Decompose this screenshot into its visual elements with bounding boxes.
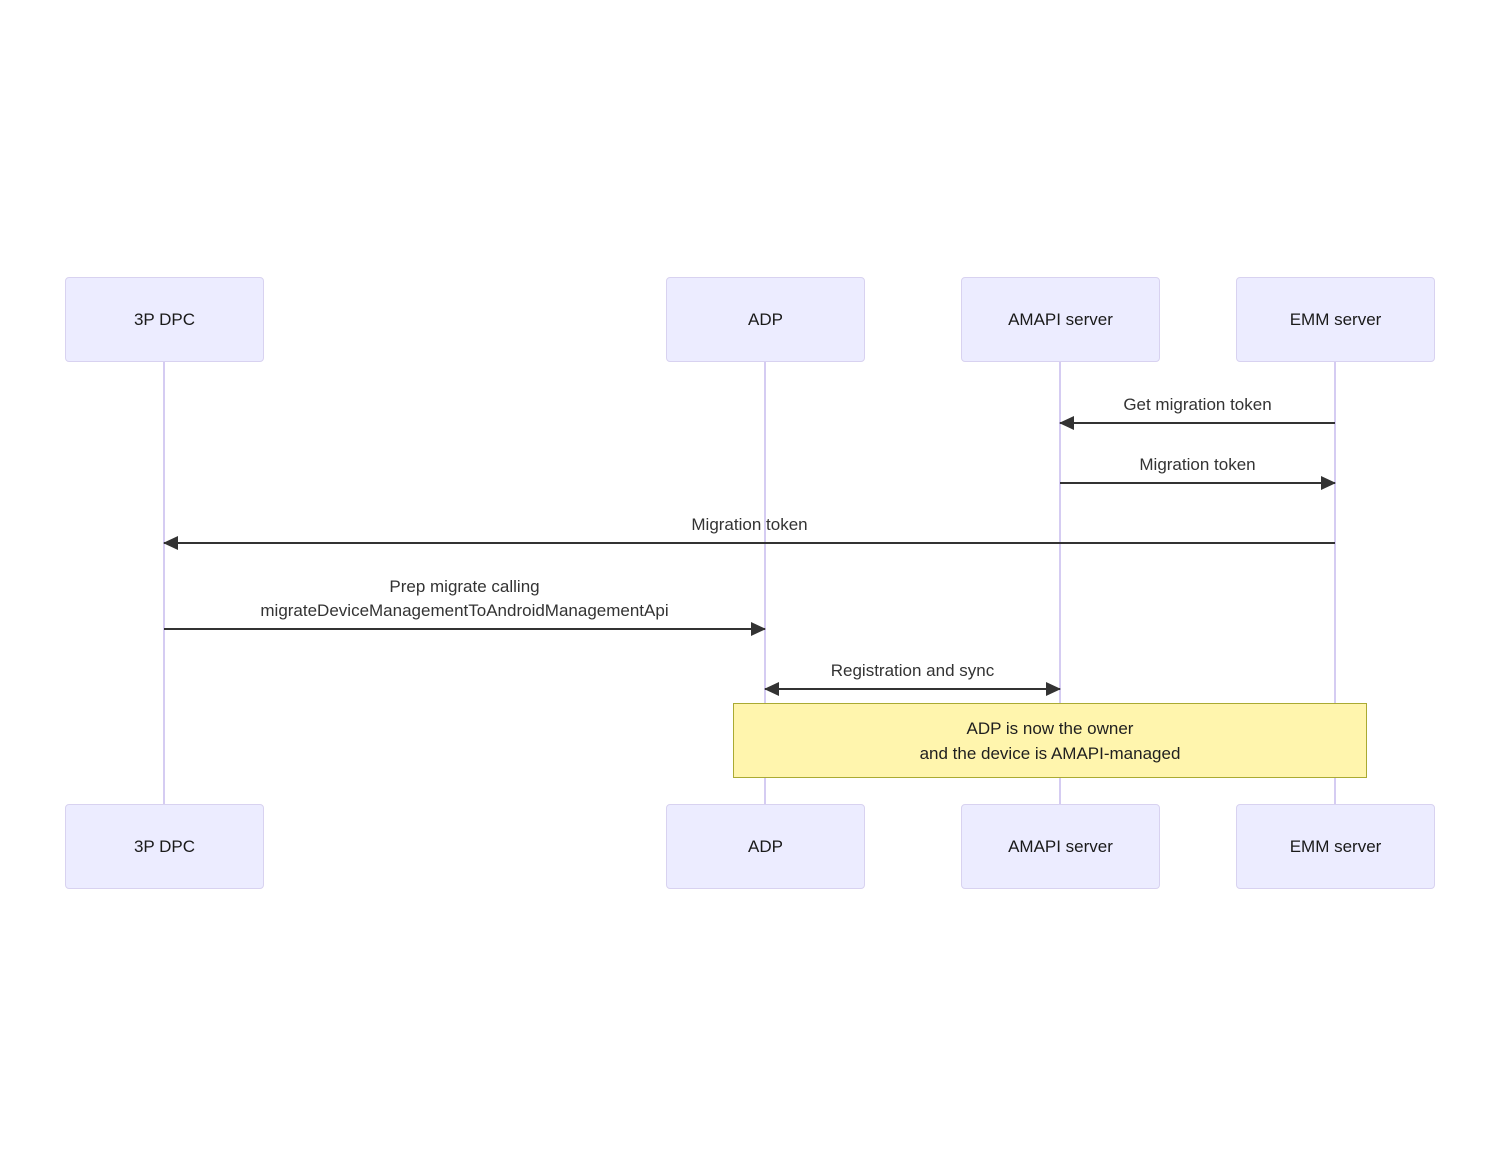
note-adp-owner: ADP is now the owner and the device is A… bbox=[733, 703, 1367, 778]
message-arrow-right bbox=[1060, 476, 1336, 490]
message-label-line-1: Prep migrate calling bbox=[389, 577, 540, 596]
message-get-migration-token: Get migration token bbox=[1059, 393, 1335, 430]
message-migration-token-to-emm: Migration token bbox=[1060, 453, 1336, 490]
actor-bottom-adp: ADP bbox=[666, 804, 865, 889]
actor-label: 3P DPC bbox=[133, 309, 196, 329]
lifeline-amapi-server bbox=[1059, 362, 1061, 804]
actor-label: EMM server bbox=[1289, 836, 1382, 856]
message-label: Get migration token bbox=[1123, 395, 1272, 414]
actor-label: AMAPI server bbox=[1008, 836, 1113, 856]
message-arrow-left bbox=[163, 536, 1335, 550]
message-label-line-2: migrateDeviceManagementToAndroidManageme… bbox=[260, 601, 669, 620]
actor-bottom-3p-dpc: 3P DPC bbox=[65, 804, 264, 889]
message-migration-token-to-dpc: Migration token bbox=[163, 513, 1335, 550]
actor-top-3p-dpc: 3P DPC bbox=[65, 277, 264, 362]
actor-top-amapi-server: AMAPI server bbox=[961, 277, 1160, 362]
message-prep-migrate: Prep migrate calling migrateDeviceManage… bbox=[164, 575, 766, 636]
actor-bottom-amapi-server: AMAPI server bbox=[961, 804, 1160, 889]
message-registration-and-sync: Registration and sync bbox=[764, 659, 1061, 696]
message-arrow-right bbox=[164, 622, 766, 636]
message-label: Prep migrate calling migrateDeviceManage… bbox=[164, 575, 765, 623]
actor-bottom-emm-server: EMM server bbox=[1236, 804, 1435, 889]
message-arrow-bidirectional bbox=[764, 682, 1061, 696]
message-label: Migration token bbox=[691, 515, 808, 534]
actor-top-adp: ADP bbox=[666, 277, 865, 362]
lifeline-adp bbox=[764, 362, 766, 804]
lifeline-3p-dpc bbox=[163, 362, 165, 804]
actor-label: EMM server bbox=[1289, 309, 1382, 329]
actor-label: ADP bbox=[748, 309, 783, 329]
actor-label: 3P DPC bbox=[133, 836, 196, 856]
message-arrow-left bbox=[1059, 416, 1335, 430]
message-label: Migration token bbox=[1139, 455, 1256, 474]
lifeline-emm-server bbox=[1334, 362, 1336, 804]
note-line-2: and the device is AMAPI-managed bbox=[919, 743, 1181, 763]
note-line-1: ADP is now the owner bbox=[966, 718, 1134, 738]
actor-label: ADP bbox=[748, 836, 783, 856]
actor-label: AMAPI server bbox=[1008, 309, 1113, 329]
actor-top-emm-server: EMM server bbox=[1236, 277, 1435, 362]
message-label: Registration and sync bbox=[830, 661, 995, 680]
